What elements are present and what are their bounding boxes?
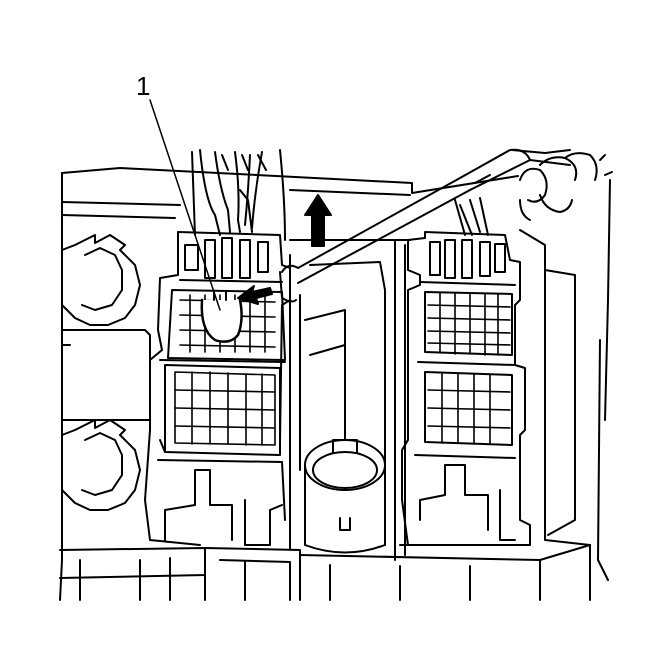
left-connector <box>144 231 291 546</box>
round-holder-lower <box>61 419 141 511</box>
center-channel <box>289 239 406 561</box>
left-terminal-grid-lower <box>174 371 276 446</box>
round-holder-center <box>304 439 386 554</box>
left-wire-harness <box>191 149 286 241</box>
callout-label: 1 <box>136 71 150 101</box>
callout-1: 1 <box>136 71 221 311</box>
right-terminal-grid-upper <box>427 292 511 356</box>
right-wire-harness <box>454 152 613 236</box>
round-holder-upper <box>61 234 141 326</box>
right-terminal-grid-lower <box>427 372 511 445</box>
callout-leader-line <box>149 99 221 311</box>
lift-up-arrow <box>304 194 332 247</box>
release-tool <box>279 148 571 303</box>
push-tab-arrow <box>237 285 273 305</box>
fuse-block-housing <box>59 167 611 601</box>
right-connector <box>399 231 531 546</box>
